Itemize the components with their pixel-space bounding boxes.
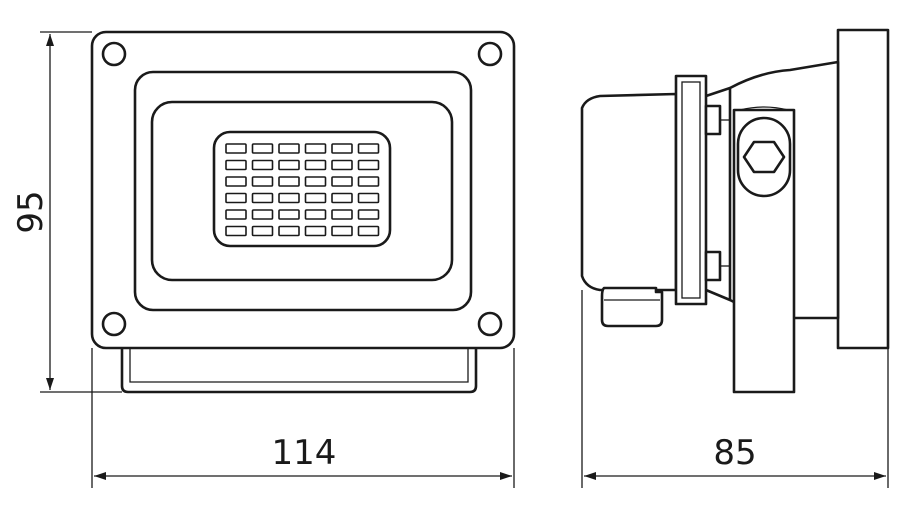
front-frame: [133, 70, 473, 312]
led-cell: [304, 225, 327, 237]
side-front-plate: [836, 28, 890, 350]
hex-bolt-icon: [742, 140, 786, 174]
side-bolt-top: [704, 104, 722, 136]
led-cell: [357, 209, 380, 220]
cable-gland-icon: [600, 286, 664, 328]
led-cell: [278, 176, 300, 187]
front-view: [90, 30, 516, 394]
led-cell: [278, 209, 300, 220]
led-cell: [251, 159, 274, 171]
led-cell: [225, 159, 247, 171]
mount-hole-top-left: [101, 41, 127, 67]
led-cell: [331, 143, 353, 154]
dimension-lines: 95 114 85: [11, 31, 889, 488]
led-cell: [304, 176, 327, 187]
led-cell: [357, 192, 380, 204]
led-cell: [331, 159, 353, 171]
led-cell: [251, 209, 274, 220]
side-bracket-edge: [739, 106, 789, 111]
led-cell: [331, 225, 353, 237]
depth-dimension-label: 85: [713, 433, 756, 473]
front-bracket-inner-line: [129, 330, 469, 383]
side-body-bottom-edge: [705, 288, 731, 302]
side-flange: [674, 74, 708, 306]
led-cell: [225, 192, 247, 204]
led-cell: [278, 143, 300, 154]
front-outer-housing: [90, 30, 516, 350]
led-grid: [225, 143, 380, 237]
led-cell: [331, 176, 353, 187]
led-module: [212, 130, 392, 248]
led-cell: [225, 209, 247, 220]
side-body-top-edge: [705, 86, 731, 98]
led-cell: [304, 143, 327, 154]
led-cell: [304, 192, 327, 204]
led-cell: [225, 176, 247, 187]
led-cell: [278, 192, 300, 204]
led-cell: [357, 225, 380, 237]
led-cell: [357, 143, 380, 154]
led-cell: [304, 159, 327, 171]
front-bottom-bracket: [120, 330, 478, 394]
led-cell: [225, 143, 247, 154]
led-cell: [251, 176, 274, 187]
led-cell: [331, 209, 353, 220]
mount-hole-bottom-right: [477, 311, 503, 337]
height-dimension-label: 95: [11, 190, 51, 233]
led-cell: [251, 143, 274, 154]
led-cell: [251, 225, 274, 237]
side-flange-inner: [681, 81, 701, 299]
side-bolt-bottom: [704, 250, 722, 282]
led-cell: [357, 159, 380, 171]
led-cell: [357, 176, 380, 187]
front-glass: [150, 100, 454, 282]
led-cell: [278, 225, 300, 237]
led-cell: [225, 225, 247, 237]
mount-hole-top-right: [477, 41, 503, 67]
mount-hole-bottom-left: [101, 311, 127, 337]
led-cell: [331, 192, 353, 204]
side-view: [580, 28, 890, 394]
led-cell: [278, 159, 300, 171]
led-cell: [251, 192, 274, 204]
led-cell: [304, 209, 327, 220]
width-dimension-label: 114: [272, 433, 337, 473]
side-rear-box: [580, 92, 678, 292]
